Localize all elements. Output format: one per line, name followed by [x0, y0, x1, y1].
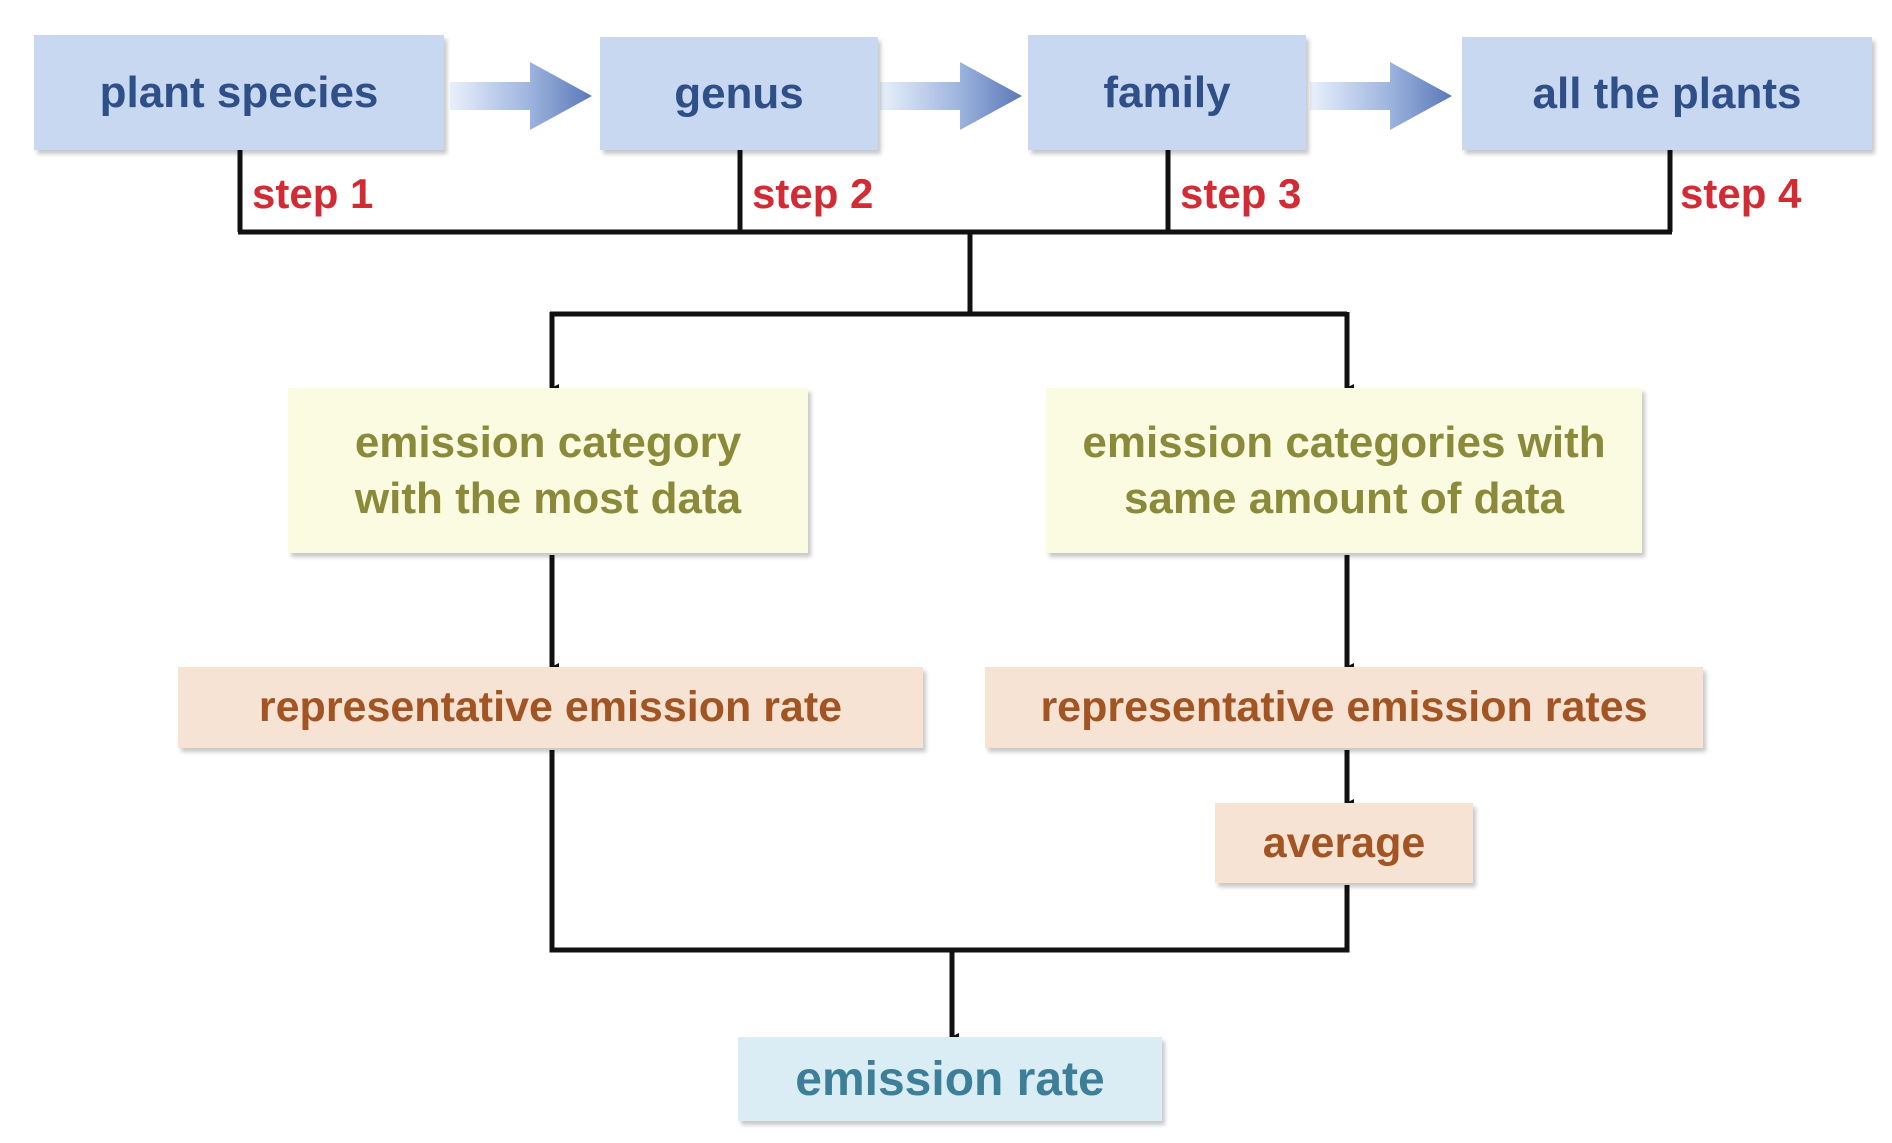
- all-plants-label: all the plants: [1532, 68, 1802, 118]
- plant-species-label: plant species: [99, 67, 379, 117]
- arrow-family-to-all-plants: [1310, 62, 1452, 130]
- step-4-label: step 4: [1680, 170, 1802, 217]
- genus-box: genus: [600, 37, 878, 150]
- arrow-genus-to-family: [880, 62, 1022, 130]
- all-plants-box: all the plants: [1462, 37, 1872, 150]
- right-category-line-1: emission categories with: [1082, 417, 1606, 467]
- step-1-label: step 1: [252, 170, 374, 217]
- left-rate-label: representative emission rate: [258, 683, 843, 731]
- emission-rate-box: emission rate: [738, 1037, 1162, 1121]
- emission-rate-label: emission rate: [795, 1052, 1105, 1106]
- arrow-species-to-genus: [450, 62, 592, 130]
- left-rate-box: representative emission rate: [178, 667, 923, 748]
- right-category-box: emission categories with same amount of …: [1046, 388, 1642, 553]
- left-category-line-1: emission category: [354, 417, 742, 467]
- family-label: family: [1103, 67, 1231, 117]
- plant-species-box: plant species: [34, 35, 444, 150]
- genus-label: genus: [674, 68, 804, 118]
- right-category-line-2: same amount of data: [1123, 473, 1565, 523]
- step-2-label: step 2: [752, 170, 874, 217]
- step-bracket: [237, 150, 1673, 317]
- left-category-line-2: with the most data: [354, 473, 742, 523]
- step-3-label: step 3: [1180, 170, 1302, 217]
- average-box: average: [1215, 803, 1473, 883]
- left-category-box: emission category with the most data: [288, 388, 808, 553]
- right-rates-label: representative emission rates: [1040, 683, 1648, 731]
- right-rates-box: representative emission rates: [985, 667, 1703, 748]
- average-label: average: [1262, 818, 1426, 867]
- family-box: family: [1028, 35, 1306, 150]
